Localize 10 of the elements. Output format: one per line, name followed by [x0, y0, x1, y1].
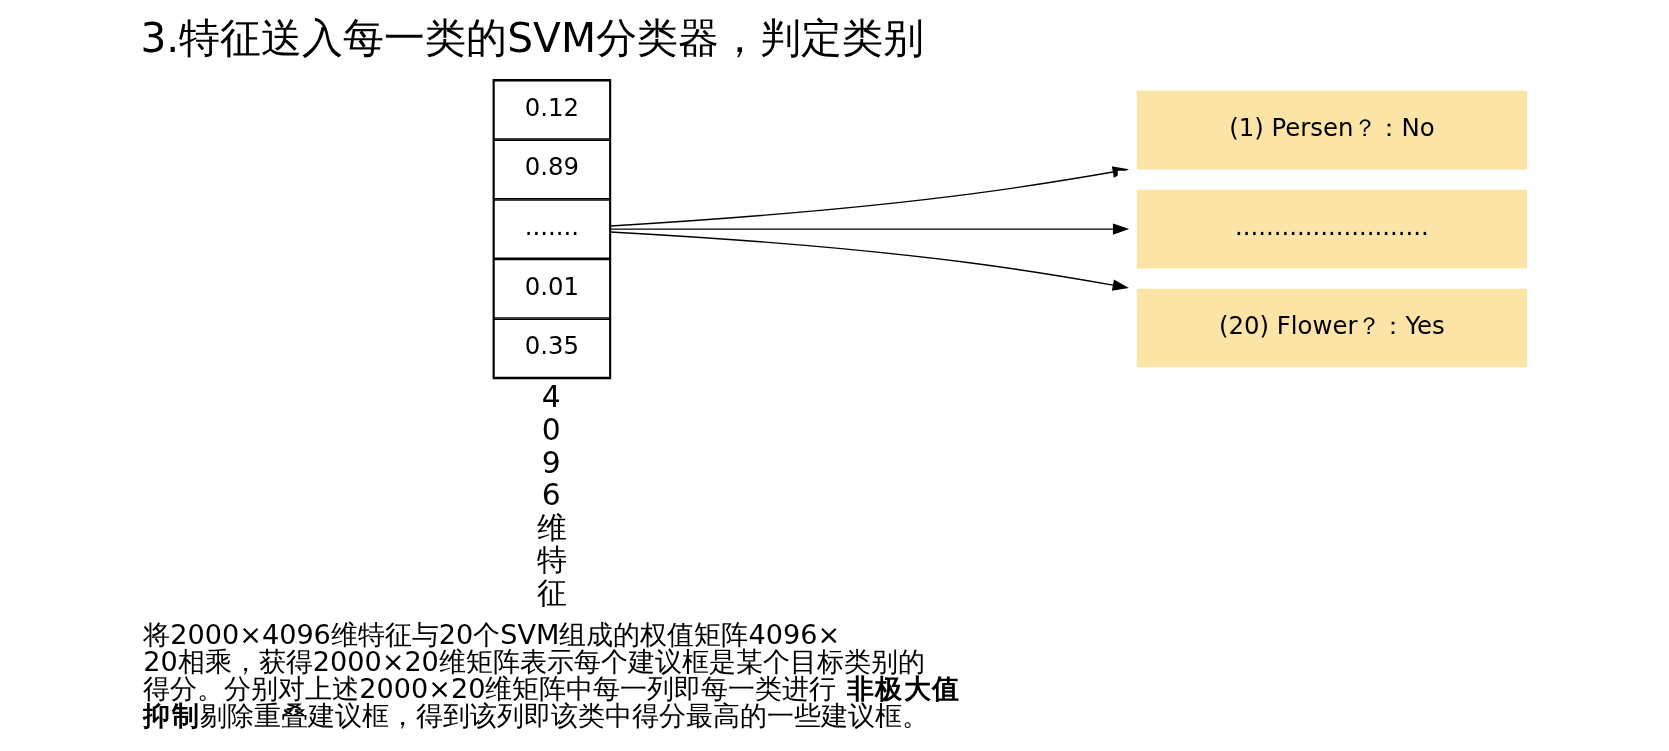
- node-box: 0.12: [492, 80, 611, 140]
- arrow: [609, 223, 1130, 235]
- node-box: .......: [492, 199, 611, 259]
- diagram-title: 3.特征送入每一类的SVM分类器，判定类别: [140, 13, 924, 62]
- node-box: 0.35: [492, 318, 611, 379]
- label: 4096维特征: [537, 379, 567, 610]
- node-box: 0.01: [492, 258, 611, 319]
- node-box: 0.89: [492, 139, 611, 200]
- label: 将2000×4096维特征与20个SVM组成的权值矩阵4096×20相乘，获得2000×20维矩阵表示每个建议框是某个目标类别的得分。分别对上述2000×20维矩阵中每一列即每一类进行非极大值抑制剔除重叠建议框，得到该列即该类中得分最高的一些建议框。: [143, 618, 960, 732]
- arrow: [609, 231, 1129, 291]
